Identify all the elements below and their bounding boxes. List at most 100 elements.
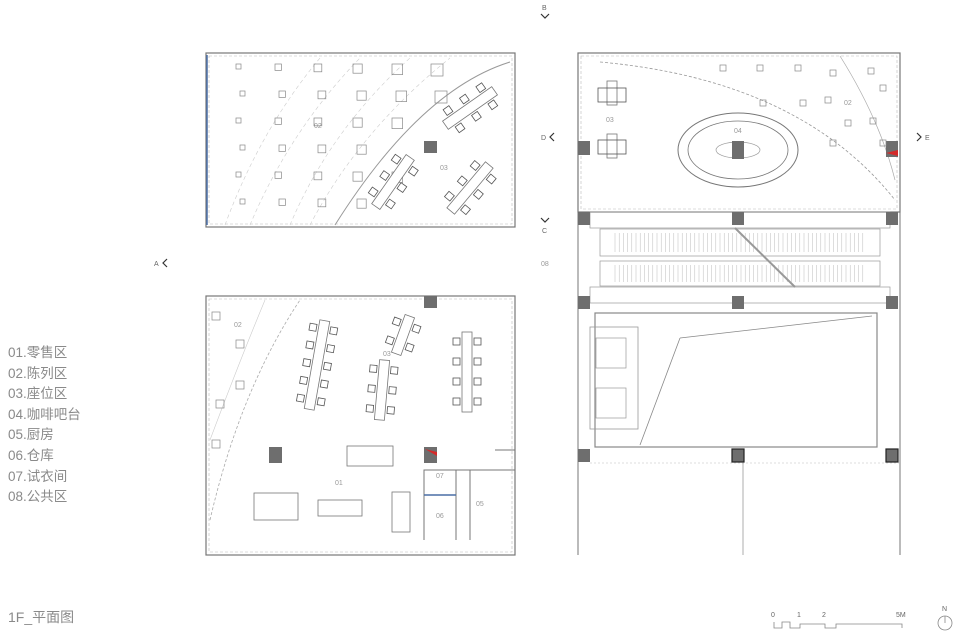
chair	[404, 342, 415, 353]
chair	[452, 357, 461, 366]
legend-item: 02.陈列区	[8, 365, 68, 381]
north-arrow: N	[937, 606, 953, 631]
chair	[329, 326, 339, 336]
display-cube	[794, 64, 802, 72]
chair	[456, 175, 468, 187]
zone-label: 04	[734, 128, 742, 135]
table	[442, 86, 498, 130]
display-cube	[356, 90, 367, 101]
plan-bottom-left: 02 03 01 07 06 05	[205, 295, 516, 556]
chair	[487, 99, 499, 111]
table-group	[442, 82, 499, 134]
column	[732, 212, 744, 225]
chair	[365, 404, 375, 413]
display-cube	[317, 144, 327, 154]
zone-label: 03	[383, 351, 391, 358]
chair	[384, 198, 396, 210]
display-cube	[235, 117, 242, 124]
table-group	[606, 133, 618, 159]
display-cube	[430, 63, 444, 77]
plan-top-left: 02 03	[205, 52, 516, 228]
chair	[369, 364, 378, 373]
chair	[407, 165, 419, 177]
display-cube	[352, 63, 363, 74]
chair	[473, 337, 482, 346]
chair	[386, 406, 395, 415]
scale-label: 5M	[896, 612, 906, 619]
display-cube	[391, 63, 403, 75]
table	[606, 80, 618, 106]
display-cube	[869, 117, 877, 125]
scale-label: 0	[771, 612, 775, 619]
chair	[367, 186, 379, 198]
table	[373, 359, 391, 421]
legend-item: 04.咖啡吧台	[8, 406, 81, 422]
column	[886, 212, 898, 225]
display-cube	[313, 63, 323, 73]
column	[578, 141, 590, 155]
display-cube	[211, 439, 221, 449]
column	[269, 447, 282, 463]
chair	[475, 82, 487, 94]
display-cube	[274, 63, 282, 71]
chair	[411, 323, 422, 334]
chair	[471, 110, 482, 122]
display-cube	[879, 84, 887, 92]
legend: 01.零售区 02.陈列区 03.座位区 04.咖啡吧台 05.厨房 06.仓库…	[8, 343, 81, 508]
display-cube	[317, 198, 327, 208]
display-cube	[391, 117, 403, 129]
escalator	[599, 228, 881, 257]
table	[303, 319, 331, 411]
table-group	[365, 359, 399, 421]
display-cube	[239, 144, 246, 151]
display-cube	[215, 399, 225, 409]
chair	[390, 153, 402, 165]
chair	[295, 393, 306, 403]
display-cube	[317, 90, 327, 100]
zone-label: 01	[335, 480, 343, 487]
display-cube	[867, 67, 875, 75]
chair	[319, 379, 329, 389]
display-cube	[844, 119, 852, 127]
zone-label: 03	[440, 165, 448, 172]
table-group	[452, 331, 482, 413]
column	[578, 212, 590, 225]
display-cube	[235, 63, 242, 70]
display-cube	[756, 64, 764, 72]
chair	[458, 93, 470, 105]
display-cube	[879, 139, 887, 147]
chair	[316, 397, 326, 407]
table	[390, 313, 416, 357]
chair	[452, 397, 461, 406]
column	[886, 296, 898, 309]
chair	[485, 173, 497, 185]
section-markers: B D E C A	[154, 5, 930, 268]
legend-item: 03.座位区	[8, 386, 68, 402]
column	[578, 296, 590, 309]
legend-item: 05.厨房	[8, 427, 54, 443]
display-cube	[352, 171, 363, 182]
chair	[299, 375, 309, 385]
display-cube	[352, 117, 363, 128]
display-cube	[313, 171, 323, 181]
north-label: N	[942, 606, 947, 613]
table	[606, 133, 618, 159]
section-marker-c: C	[542, 228, 547, 235]
plan-top-right: 03 04 02	[577, 52, 901, 213]
column	[578, 449, 590, 462]
display-cube	[356, 144, 367, 155]
display-cube	[278, 144, 286, 152]
chair	[452, 337, 461, 346]
scale-label: 1	[797, 612, 801, 619]
display-cube	[719, 64, 727, 72]
table	[461, 331, 473, 413]
display-cube	[235, 339, 245, 349]
zone-label: 03	[606, 117, 614, 124]
table-group	[384, 313, 422, 357]
display-cube	[829, 69, 837, 77]
display-cube	[235, 380, 245, 390]
scale-bar: 0 1 2 5M	[771, 612, 906, 629]
zone-label: 08	[541, 261, 549, 268]
table-group	[367, 153, 419, 210]
